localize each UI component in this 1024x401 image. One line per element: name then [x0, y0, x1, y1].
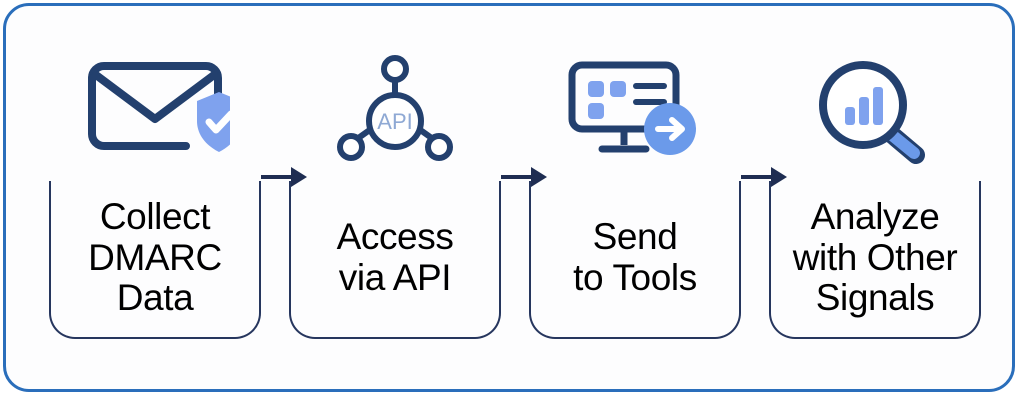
step-label-1: Collect DMARC Data	[88, 195, 222, 319]
process-flow: Collect DMARC Data	[6, 6, 1024, 401]
step-label-4: Analyze with Other Signals	[792, 195, 958, 319]
diagram-frame: Collect DMARC Data	[3, 3, 1015, 392]
process-step-3[interactable]: Send to Tools	[529, 52, 741, 342]
api-icon-text: API	[377, 109, 412, 134]
step-card-4	[769, 181, 981, 339]
process-step-4[interactable]: Analyze with Other Signals	[769, 52, 981, 342]
magnifier-chart-icon	[769, 52, 981, 170]
process-step-1[interactable]: Collect DMARC Data	[49, 52, 261, 342]
email-shield-icon	[49, 52, 261, 170]
step-card-1	[49, 181, 261, 339]
step-label-3: Send to Tools	[573, 216, 697, 298]
step-card-3	[529, 181, 741, 339]
monitor-send-icon	[529, 52, 741, 170]
process-step-2[interactable]: API Access via API	[289, 52, 501, 342]
api-network-icon: API	[289, 52, 501, 170]
step-label-2: Access via API	[336, 216, 454, 298]
step-card-2	[289, 181, 501, 339]
